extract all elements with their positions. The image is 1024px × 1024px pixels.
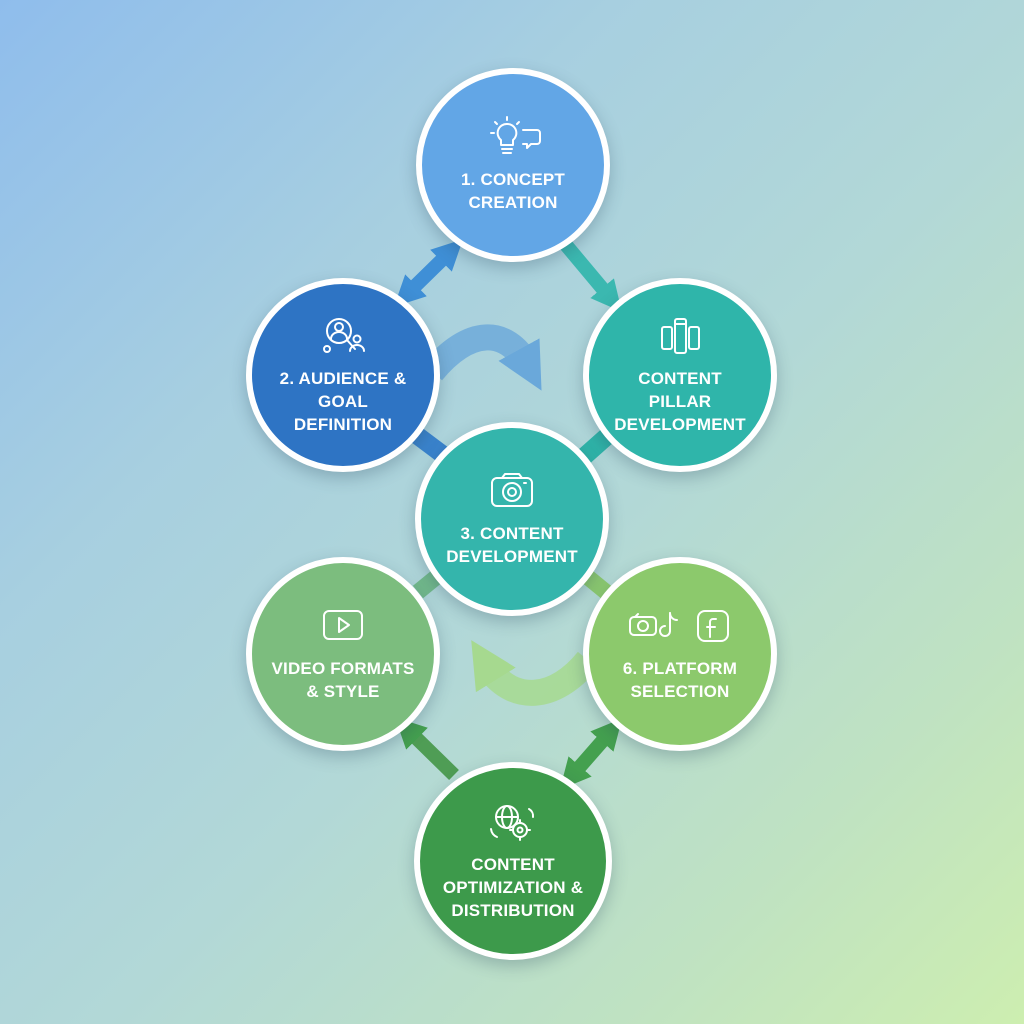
node-platform-selection: 6. PLATFORM SELECTION [583, 557, 777, 751]
node-label: CONTENT OPTIMIZATION & DISTRIBUTION [442, 854, 584, 920]
node-content-pillar-development: CONTENT PILLAR DEVELOPMENT [583, 278, 777, 472]
arrow-concept-audience [393, 239, 464, 307]
node-label: VIDEO FORMATS & STYLE [271, 659, 415, 701]
node-concept-creation: 1. CONCEPT CREATION [416, 68, 610, 262]
node-label: 3. CONTENT DEVELOPMENT [446, 524, 578, 566]
pillars-icon [652, 315, 708, 357]
lightbulb-chat-icon [485, 116, 541, 158]
node-video-formats-style: VIDEO FORMATS & STYLE [246, 557, 440, 751]
curved-arrow-audience-to-develop [421, 324, 542, 391]
node-label: 2. AUDIENCE & GOAL DEFINITION [279, 368, 407, 434]
curved-arrow-platform-to-video [471, 640, 599, 706]
play-button-icon [315, 605, 371, 647]
globe-gear-icon [485, 801, 541, 843]
arrow-concept-pillar [560, 240, 622, 312]
node-label: CONTENT PILLAR DEVELOPMENT [614, 368, 746, 434]
node-content-development: 3. CONTENT DEVELOPMENT [415, 422, 609, 616]
audience-search-icon [315, 315, 371, 357]
arrow-platform-optimize [559, 718, 623, 790]
arrow-optimize-video [394, 717, 459, 781]
node-audience-goal-definition: 2. AUDIENCE & GOAL DEFINITION [246, 278, 440, 472]
social-platforms-icon [628, 605, 732, 647]
node-label: 6. PLATFORM SELECTION [622, 659, 738, 701]
node-content-optimization-distribution: CONTENT OPTIMIZATION & DISTRIBUTION [414, 762, 612, 960]
camera-icon [484, 470, 540, 512]
node-label: 1. CONCEPT CREATION [460, 170, 566, 212]
